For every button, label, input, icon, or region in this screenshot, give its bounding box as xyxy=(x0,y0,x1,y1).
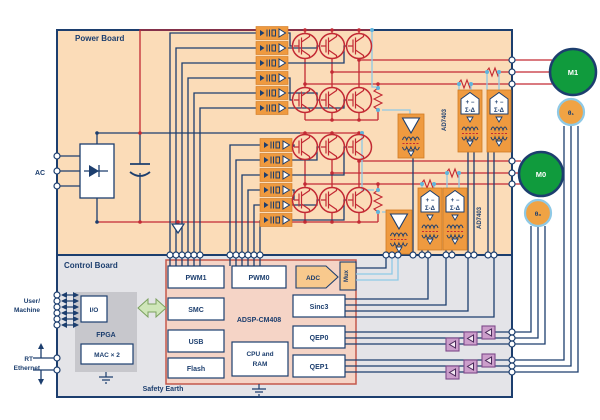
m0-label: M0 xyxy=(536,170,546,179)
rt-label: RT xyxy=(24,356,33,363)
dc-capacitor-icon xyxy=(129,163,151,177)
user-label-1: User/ xyxy=(24,298,40,305)
shunt-resistor-icon xyxy=(372,87,384,111)
gate-driver-icon xyxy=(255,56,289,70)
mux-block xyxy=(339,261,357,291)
theta0-label: θ₀ xyxy=(535,211,542,218)
power-board-title: Power Board xyxy=(75,34,124,43)
earth-ground-icon xyxy=(99,372,266,396)
user-label-2: Machine xyxy=(14,307,40,314)
qep-buffer-icon xyxy=(481,353,496,368)
shunt-resistor-icon xyxy=(445,167,461,179)
gate-driver-icon xyxy=(259,213,293,227)
ethernet-label: Ethernet xyxy=(14,365,41,372)
flash-block xyxy=(167,357,225,379)
mac-block xyxy=(80,343,134,365)
qep-buffer-icon xyxy=(463,331,478,346)
safety-earth-label: Safety Earth xyxy=(143,386,184,393)
qep0-label: QEP0 xyxy=(310,335,329,342)
gate-driver-icon xyxy=(255,26,289,40)
motor-m0 xyxy=(517,150,565,198)
gate-driver-icon xyxy=(255,71,289,85)
pwm0-block xyxy=(231,265,287,289)
shunt-resistor-icon xyxy=(420,178,436,190)
sd-label: Σ-Δ xyxy=(465,108,476,114)
m1-label: M1 xyxy=(568,68,578,77)
smc-label: SMC xyxy=(188,307,204,314)
qep-buffer-icon xyxy=(463,359,478,374)
cpu-label-1: CPU and xyxy=(246,351,273,358)
sd-signs: + − xyxy=(426,198,435,204)
diode-icon xyxy=(84,165,108,177)
sd-label: Σ-Δ xyxy=(450,206,461,212)
usb-block xyxy=(167,329,225,353)
gate-driver-icon xyxy=(259,138,293,152)
gate-driver-icon xyxy=(259,153,293,167)
gate-driver-icon xyxy=(255,86,289,100)
cpu-ram-block xyxy=(231,341,289,377)
pwm0-label: PWM0 xyxy=(249,275,270,282)
qep1-label: QEP1 xyxy=(310,364,329,371)
sd-signs: + − xyxy=(495,100,504,106)
adsp-cm408-label: ADSP-CM408 xyxy=(237,317,281,324)
ad7403-label: AD7403 xyxy=(442,108,448,131)
sd-label: Σ-Δ xyxy=(425,206,436,212)
shunt-resistor-icon xyxy=(372,189,384,213)
smc-block xyxy=(167,297,225,321)
motor-m1 xyxy=(548,47,598,97)
adc-label: ADC xyxy=(306,275,320,282)
cpu-label-2: RAM xyxy=(253,361,268,368)
gate-driver-icon xyxy=(259,168,293,182)
encoder-theta0 xyxy=(523,198,553,228)
adc-block xyxy=(295,265,339,289)
flash-label: Flash xyxy=(187,366,205,373)
isolated-driver xyxy=(397,113,425,159)
sd-signs: + − xyxy=(466,100,475,106)
bidirectional-arrow-icon xyxy=(137,297,167,319)
shunt-resistor-icon xyxy=(457,78,473,90)
mac-label: MAC × 2 xyxy=(94,352,120,359)
sd-label: Σ-Δ xyxy=(494,108,505,114)
sense-wires xyxy=(356,30,500,281)
control-board-title: Control Board xyxy=(64,261,118,270)
sinc3-label: Sinc3 xyxy=(310,304,329,311)
qep-buffer-icon xyxy=(445,337,460,352)
ground-icon xyxy=(170,223,186,235)
io-label: I/O xyxy=(90,307,99,314)
gate-driver-icon xyxy=(259,183,293,197)
usb-label: USB xyxy=(189,339,204,346)
gate-driver-icon xyxy=(255,101,289,115)
pwm1-block xyxy=(167,265,225,289)
isolated-driver xyxy=(385,209,413,255)
user-io-arrows xyxy=(61,292,79,328)
theta1-label: θ₁ xyxy=(568,110,575,117)
mux-label: Mux xyxy=(344,269,350,282)
qep0-block xyxy=(292,325,346,349)
qep-buffer-icon xyxy=(481,325,496,340)
sd-signs: + − xyxy=(451,198,460,204)
fpga-label: FPGA xyxy=(96,332,115,339)
sinc3-block xyxy=(292,294,346,318)
ac-label: AC xyxy=(35,170,45,177)
shunt-resistor-icon xyxy=(485,66,501,78)
encoder-theta1 xyxy=(556,97,586,127)
gate-driver-icon xyxy=(255,41,289,55)
sense-tap-dots xyxy=(360,28,501,214)
gate-driver-icon xyxy=(259,198,293,212)
io-block xyxy=(80,295,108,323)
ad7403-label: AD7403 xyxy=(477,206,483,229)
arrow-up-icon xyxy=(38,343,44,349)
arrow-down-icon xyxy=(38,379,44,385)
qep-buffer-icon xyxy=(445,365,460,380)
pwm1-label: PWM1 xyxy=(186,275,207,282)
signal-wires xyxy=(33,32,579,380)
